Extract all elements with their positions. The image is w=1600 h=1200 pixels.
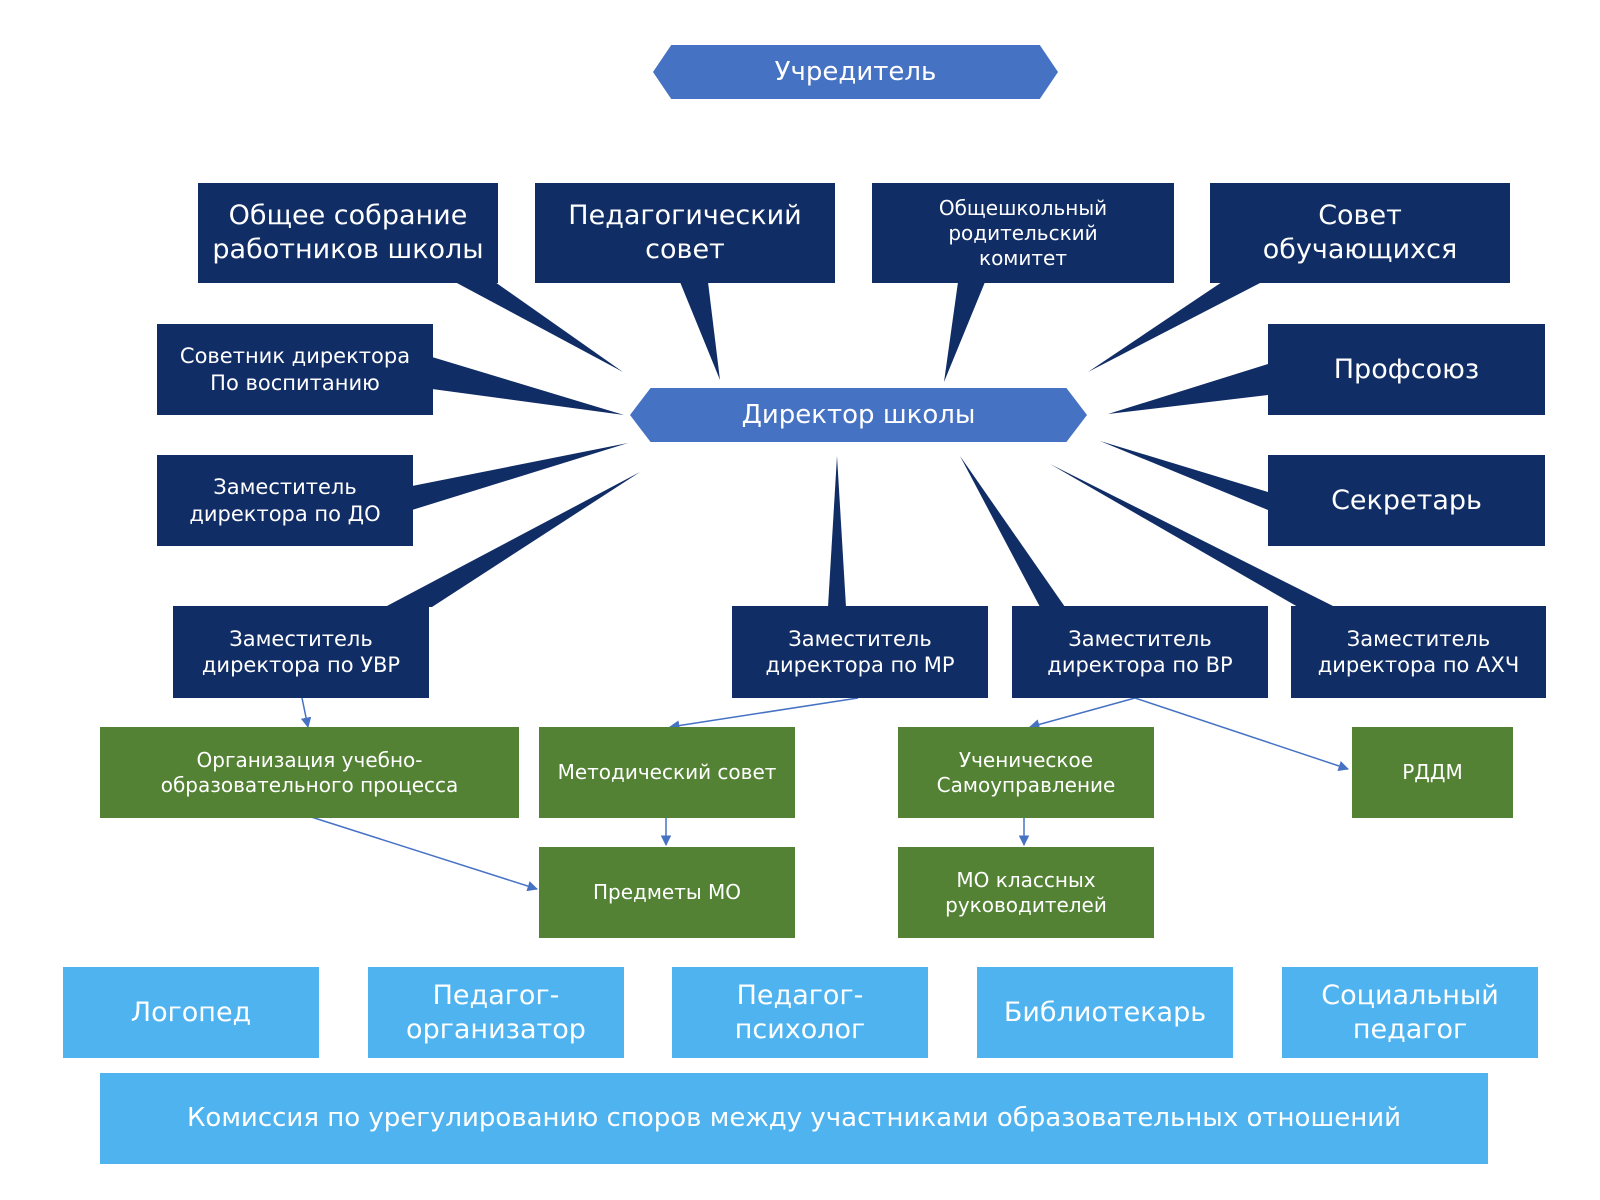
social-teacher-label: Социальный педагог — [1321, 979, 1499, 1045]
class-teachers-mo-label: МО классных руководителей — [945, 867, 1107, 917]
commission-box: Комиссия по урегулированию споров между … — [100, 1073, 1488, 1164]
connector-deputy-do — [412, 443, 628, 510]
connector-parent-committee — [944, 282, 985, 382]
subject-mo-label: Предметы МО — [592, 880, 742, 904]
methodical-council-label: Методический совет — [557, 760, 777, 784]
deputy-uvr-box: Заместитель директора по УВР — [173, 606, 429, 698]
student-government-box: Ученическое Самоуправление — [898, 727, 1154, 818]
arrow-uvr-to-education-process — [300, 697, 312, 729]
speech-therapist-label: Логопед — [130, 996, 252, 1028]
secretary-label: Секретарь — [1331, 484, 1482, 516]
deputy-vr-box: Заместитель директора по ВР — [1012, 606, 1268, 698]
connector-secretary — [1100, 441, 1268, 510]
connector-advisor — [432, 357, 624, 415]
parent-committee-label: Общешкольный родительский комитет — [938, 195, 1108, 270]
director-label: Директор школы — [741, 399, 976, 430]
organizer-label: Педагог- организатор — [406, 979, 586, 1045]
education-process-label: Организация учебно- образовательного про… — [160, 747, 459, 797]
arrow-vr-to-rddm — [1134, 697, 1349, 771]
commission-label: Комиссия по урегулированию споров между … — [186, 1103, 1402, 1134]
founder-box: Учредитель — [653, 45, 1058, 99]
connector-general-meeting — [455, 282, 623, 372]
speech-therapist-box: Логопед — [63, 967, 319, 1058]
class-teachers-mo-box: МО классных руководителей — [898, 847, 1154, 938]
deputy-uvr-label: Заместитель директора по УВР — [201, 626, 401, 677]
connector-deputy-vr — [960, 456, 1065, 607]
education-process-box: Организация учебно- образовательного про… — [100, 727, 519, 818]
connector-deputy-mr — [828, 456, 846, 607]
parent-committee-box: Общешкольный родительский комитет — [872, 183, 1174, 283]
connector-deputy-uvr — [385, 472, 640, 607]
deputy-ahch-box: Заместитель директора по АХЧ — [1291, 606, 1546, 698]
deputy-do-label: Заместитель директора по ДО — [189, 475, 381, 526]
librarian-label: Библиотекарь — [1003, 996, 1207, 1028]
arrow-mr-to-methodical-council — [668, 697, 859, 731]
connector-deputy-ahch — [1050, 464, 1335, 607]
methodical-council-box: Методический совет — [539, 727, 795, 818]
social-teacher-box: Социальный педагог — [1282, 967, 1538, 1058]
student-council-box: Совет обучающихся — [1210, 183, 1510, 283]
organizer-box: Педагог- организатор — [368, 967, 624, 1058]
director-connectors — [385, 282, 1335, 607]
arrow-education-process-to-subject-mo — [304, 814, 539, 892]
deputy-mr-box: Заместитель директора по МР — [732, 606, 988, 698]
union-box: Профсоюз — [1268, 324, 1545, 415]
rddm-label: РДДМ — [1402, 760, 1463, 784]
subject-mo-box: Предметы МО — [539, 847, 795, 938]
founder-label: Учредитель — [774, 56, 937, 87]
psychologist-label: Педагог-психолог — [734, 979, 866, 1045]
librarian-box: Библиотекарь — [977, 967, 1233, 1058]
director-box: Директор школы — [630, 388, 1087, 442]
pedagogical-council-label: Педагогический совет — [568, 200, 802, 265]
rddm-box: РДДМ — [1352, 727, 1513, 818]
advisor-label: Советник директора По воспитанию — [179, 344, 411, 395]
advisor-box: Советник директора По воспитанию — [157, 324, 433, 415]
psychologist-box: Педагог-психолог — [672, 967, 928, 1058]
secretary-box: Секретарь — [1268, 455, 1545, 546]
deputy-vr-label: Заместитель директора по ВР — [1047, 626, 1233, 677]
student-council-label: Совет обучающихся — [1262, 200, 1458, 265]
union-label: Профсоюз — [1333, 353, 1480, 385]
arrow-vr-to-student-government — [1028, 697, 1136, 730]
connector-union — [1108, 364, 1268, 414]
deputy-do-box: Заместитель директора по ДО — [157, 455, 413, 546]
deputy-mr-label: Заместитель директора по МР — [765, 626, 955, 677]
deputy-ahch-label: Заместитель директора по АХЧ — [1317, 626, 1520, 677]
connector-pedagogical-council — [680, 282, 720, 380]
student-government-label: Ученическое Самоуправление — [936, 747, 1116, 797]
general-meeting-box: Общее собрание работников школы — [198, 183, 498, 283]
pedagogical-council-box: Педагогический совет — [535, 183, 835, 283]
connector-student-council — [1088, 282, 1262, 372]
general-meeting-label: Общее собрание работников школы — [212, 200, 484, 265]
unit-arrows — [300, 697, 1349, 892]
